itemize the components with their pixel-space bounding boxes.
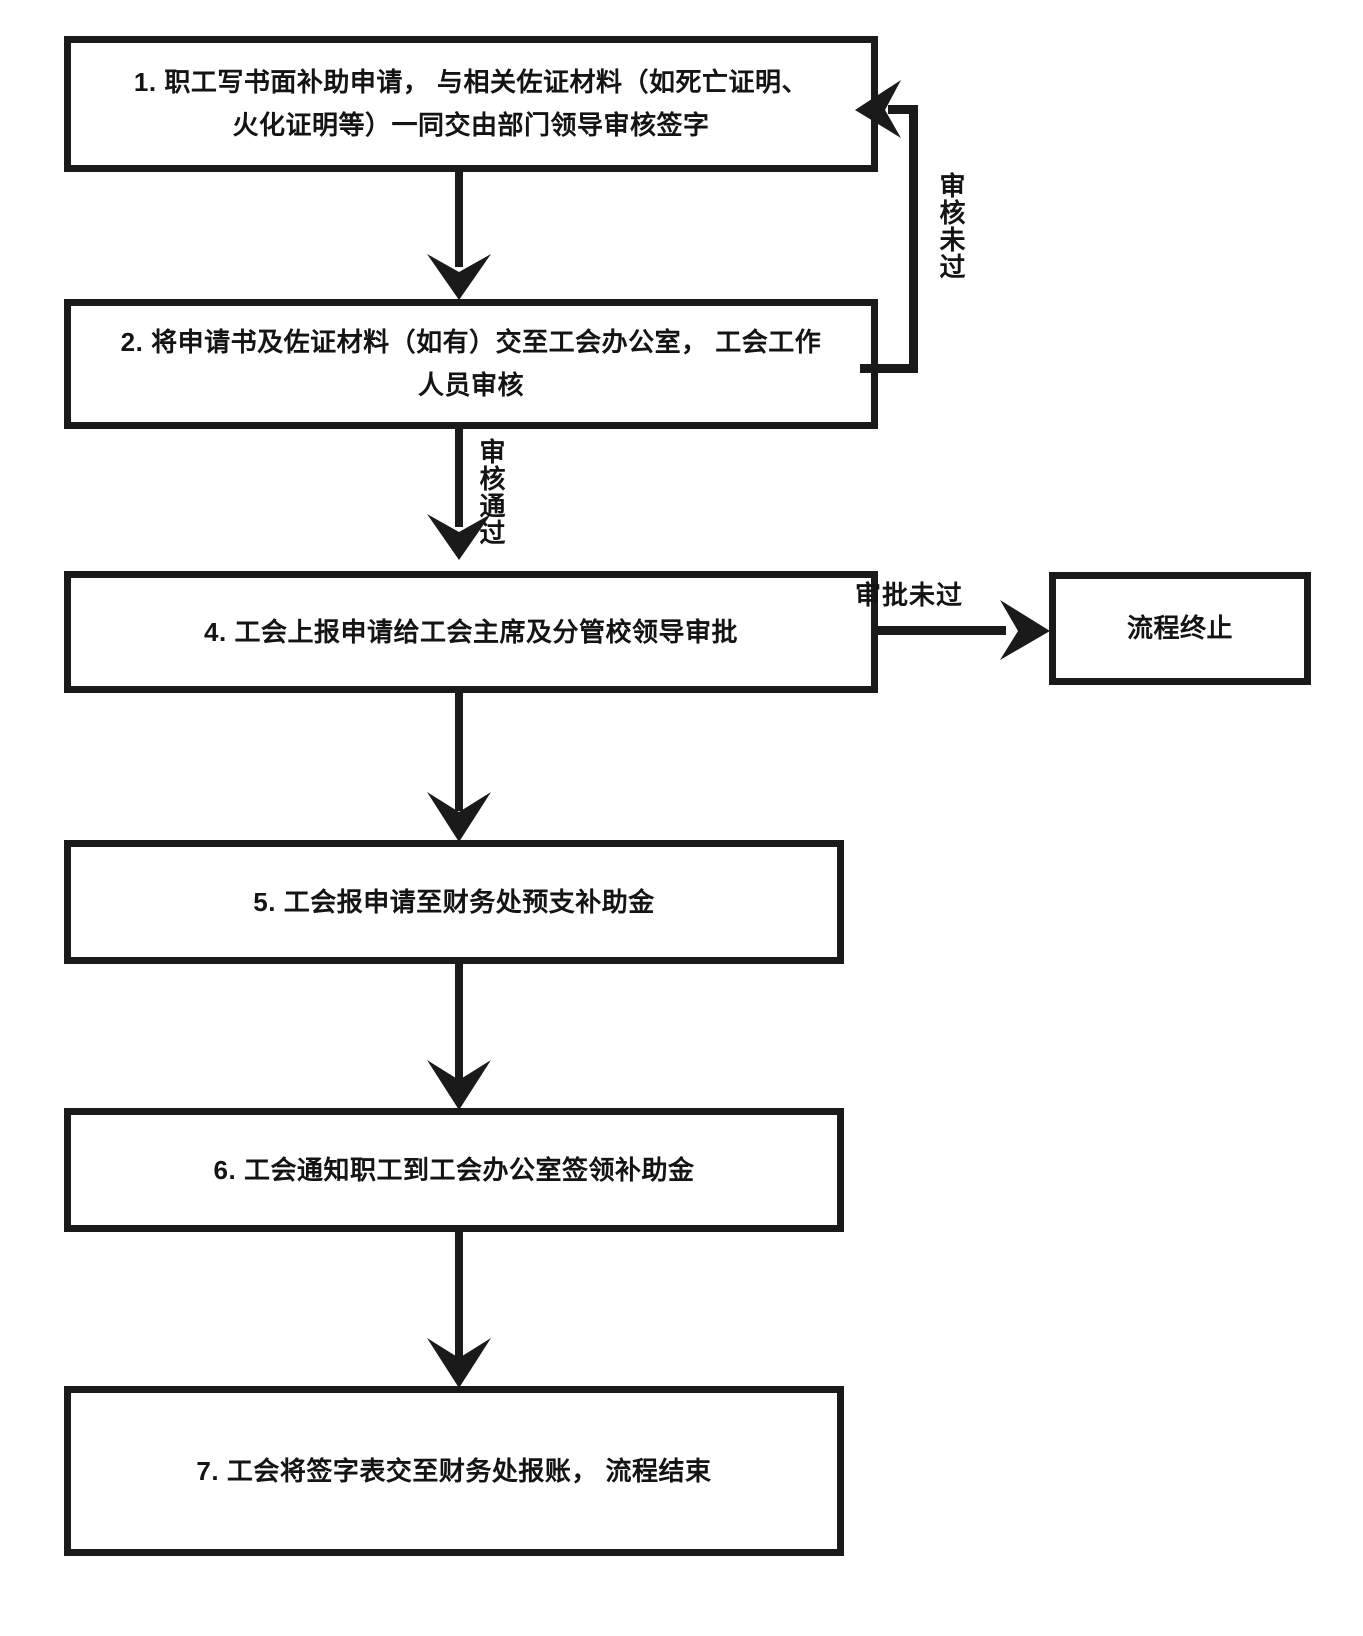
flow-node-step5[interactable]: 5. 工会报申请至财务处预支补助金 <box>64 840 844 964</box>
arrow-head-step6-step7 <box>427 1338 491 1388</box>
flow-node-step7[interactable]: 7. 工会将签字表交至财务处报账， 流程结束 <box>64 1386 844 1556</box>
arrow-head-step2-step4 <box>427 514 491 560</box>
connector-loop-bottom-segment <box>860 364 918 373</box>
arrow-head-step1-step2 <box>427 254 491 300</box>
flow-node-step4[interactable]: 4. 工会上报申请给工会主席及分管校领导审批 <box>64 571 878 693</box>
connector-step2-step4-line <box>455 429 463 527</box>
flow-node-terminate-label: 流程终止 <box>1126 613 1233 644</box>
flow-node-step1[interactable]: 1. 职工写书面补助申请， 与相关佐证材料（如死亡证明、 火化证明等）一同交由部… <box>64 36 878 172</box>
edge-label-review-passed: 审核通过 <box>476 438 506 546</box>
flow-node-step7-label: 7. 工会将签字表交至财务处报账， 流程结束 <box>196 1455 712 1486</box>
connector-step5-step6-line <box>455 964 463 1082</box>
flow-node-step2-label: 2. 将申请书及佐证材料（如有）交至工会办公室， 工会工作 人员审核 <box>120 327 822 400</box>
arrow-head-step5-step6 <box>427 1060 491 1110</box>
connector-loop-top-segment <box>888 105 918 114</box>
connector-loop-vertical-segment <box>909 105 918 373</box>
arrow-head-step4-step5 <box>427 792 491 842</box>
arrow-head-loop-to-step1 <box>855 80 901 138</box>
flow-node-step2[interactable]: 2. 将申请书及佐证材料（如有）交至工会办公室， 工会工作 人员审核 <box>64 299 878 429</box>
flow-node-step6-label: 6. 工会通知职工到工会办公室签领补助金 <box>213 1154 695 1185</box>
arrow-head-step4-terminate <box>1000 600 1050 660</box>
connector-step6-step7-line <box>455 1232 463 1360</box>
flow-node-step6[interactable]: 6. 工会通知职工到工会办公室签领补助金 <box>64 1108 844 1232</box>
flow-node-step4-label: 4. 工会上报申请给工会主席及分管校领导审批 <box>204 616 738 647</box>
edge-label-approval-failed: 审批未过 <box>855 580 964 610</box>
connector-step1-step2-line <box>455 172 463 267</box>
connector-step4-step5-line <box>455 693 463 811</box>
flow-node-terminate[interactable]: 流程终止 <box>1049 572 1311 685</box>
flow-node-step1-label: 1. 职工写书面补助申请， 与相关佐证材料（如死亡证明、 火化证明等）一同交由部… <box>133 67 809 140</box>
edge-label-review-failed: 审核未过 <box>936 172 966 280</box>
connector-step4-terminate-line <box>878 626 1006 635</box>
flow-node-step5-label: 5. 工会报申请至财务处预支补助金 <box>253 886 655 917</box>
